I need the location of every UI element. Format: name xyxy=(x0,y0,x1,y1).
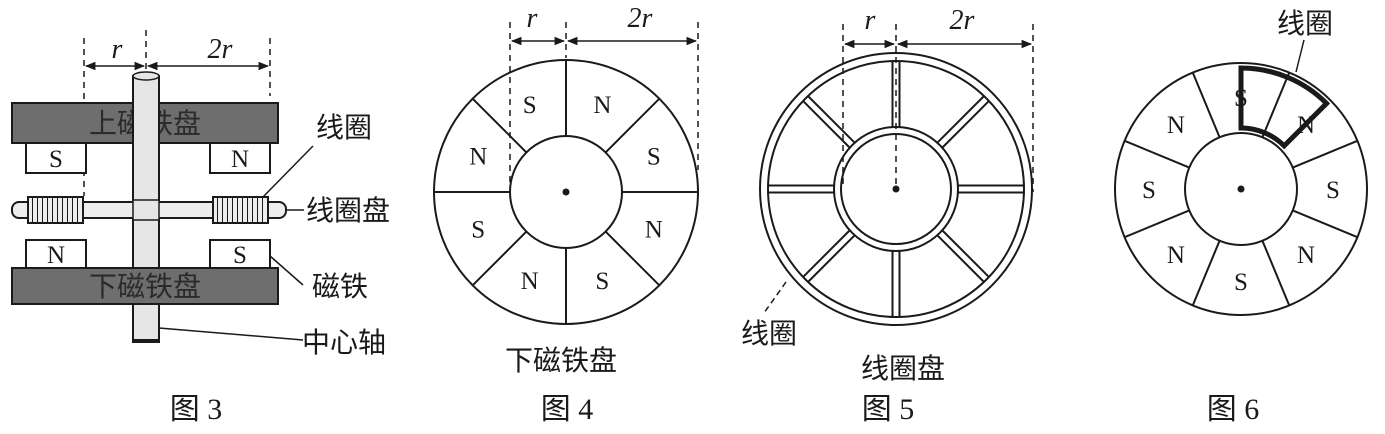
coil-frame-bar xyxy=(802,100,851,149)
sector-divider xyxy=(604,230,661,287)
sector-label: N xyxy=(593,92,611,119)
coil-left xyxy=(27,196,84,224)
sector-label: N xyxy=(1167,242,1185,269)
coil-right xyxy=(212,196,269,224)
center-dot xyxy=(892,185,900,193)
coil-frame-bar xyxy=(941,100,990,149)
sector-label: N xyxy=(521,268,539,295)
sector-label: S xyxy=(1326,177,1340,204)
coil-frame-bar xyxy=(807,234,856,283)
sector-divider xyxy=(604,97,661,154)
sector-divider xyxy=(471,230,528,287)
lower-disc-label: 下磁铁盘 xyxy=(89,271,201,303)
sector-label: N xyxy=(1297,242,1315,269)
caption-fig5: 图 5 xyxy=(862,393,915,426)
caption-fig3: 图 3 xyxy=(170,393,223,426)
coil-frame-bar xyxy=(936,234,985,283)
fig5-title: 线圈盘 xyxy=(861,353,945,385)
sector-divider xyxy=(1124,139,1190,169)
coil-pointer xyxy=(1295,39,1305,73)
sector-divider xyxy=(1191,72,1221,138)
outer-ring xyxy=(1114,62,1368,316)
caption-fig4: 图 4 xyxy=(541,393,594,426)
callout-coil: 线圈 xyxy=(316,112,372,144)
sector-labels: N S N S N S N S xyxy=(469,92,663,295)
lower-magnet-left xyxy=(25,239,87,269)
sector-divider xyxy=(1191,240,1221,306)
inner-ring-inner xyxy=(840,133,952,245)
lower-magnet-right-label: S xyxy=(233,242,247,269)
inner-ring-outer xyxy=(833,126,959,252)
center-dot xyxy=(562,188,570,196)
shaft-top xyxy=(132,71,160,81)
sector-divider xyxy=(1261,240,1291,306)
callout-leader-magnet xyxy=(269,255,304,286)
dim-label-2r: 2r xyxy=(628,3,653,34)
sector-label: S xyxy=(523,92,537,119)
lower-magnet-left-label: N xyxy=(47,242,65,269)
sector-divider xyxy=(1124,209,1190,239)
outer-ring-inner xyxy=(767,60,1025,318)
callout-coil-disc: 线圈盘 xyxy=(306,195,390,227)
dim-label-r: r xyxy=(865,5,876,36)
sector-divider xyxy=(1292,139,1358,169)
sector-label: S xyxy=(647,144,661,171)
sector-dividers xyxy=(434,60,698,324)
upper-magnet-right-label: N xyxy=(231,146,249,173)
center-dot xyxy=(1237,185,1245,193)
sector-divider xyxy=(471,97,528,154)
sector-divider xyxy=(1261,72,1291,138)
sector-divider xyxy=(1292,209,1358,239)
dim-label-2r: 2r xyxy=(208,34,233,65)
dim-label-r: r xyxy=(527,3,538,34)
sector-label: S xyxy=(471,216,485,243)
fig6-coil-label: 线圈 xyxy=(1277,8,1333,40)
figure-5-coil-disc: r 2r 线圈 线圈盘 图 5 xyxy=(741,5,1034,426)
sector-dividers xyxy=(1124,72,1358,306)
dim-label-2r: 2r xyxy=(950,5,975,36)
coil-frame-bar xyxy=(807,95,856,144)
highlighted-coil xyxy=(1238,65,1331,150)
inner-ring xyxy=(1184,132,1298,246)
sector-label: N xyxy=(1167,112,1185,139)
callout-leader-shaft xyxy=(158,327,304,341)
dim-label-r: r xyxy=(112,34,123,65)
figure-4-lower-disc: r 2r N S N S N S N S 下磁铁盘 图 4 xyxy=(433,3,699,426)
fig5-coil-label: 线圈 xyxy=(741,318,797,350)
fig4-title: 下磁铁盘 xyxy=(505,345,617,377)
coil-frame-bar xyxy=(936,95,985,144)
sector-label: S xyxy=(1234,269,1248,296)
shaft-lower-end xyxy=(132,303,160,341)
sector-label: N xyxy=(645,216,663,243)
coil-pointer xyxy=(763,281,787,314)
shaft-through-coil-disc xyxy=(132,199,160,221)
callout-leader-coil xyxy=(261,145,314,199)
upper-magnet-left-label: S xyxy=(49,146,63,173)
coil-frame-bar xyxy=(941,229,990,278)
figure-3-side-view: r 2r 上磁铁盘 S N N S 下磁铁盘 线圈 线圈盘 磁铁 xyxy=(11,30,390,426)
lower-magnet-disc xyxy=(11,267,279,305)
sector-label: N xyxy=(469,144,487,171)
lower-magnet-right xyxy=(209,239,271,269)
upper-magnet-left xyxy=(25,142,87,174)
callout-shaft: 中心轴 xyxy=(302,327,386,359)
sector-label: S xyxy=(595,268,609,295)
coil-frame-bar xyxy=(802,229,851,278)
caption-fig6: 图 6 xyxy=(1207,393,1260,426)
coil-frame-spokes xyxy=(768,61,1024,317)
upper-magnet-right xyxy=(209,142,271,174)
outer-ring-outer xyxy=(759,52,1033,326)
sector-label: S xyxy=(1142,177,1156,204)
callout-magnet: 磁铁 xyxy=(312,271,368,303)
